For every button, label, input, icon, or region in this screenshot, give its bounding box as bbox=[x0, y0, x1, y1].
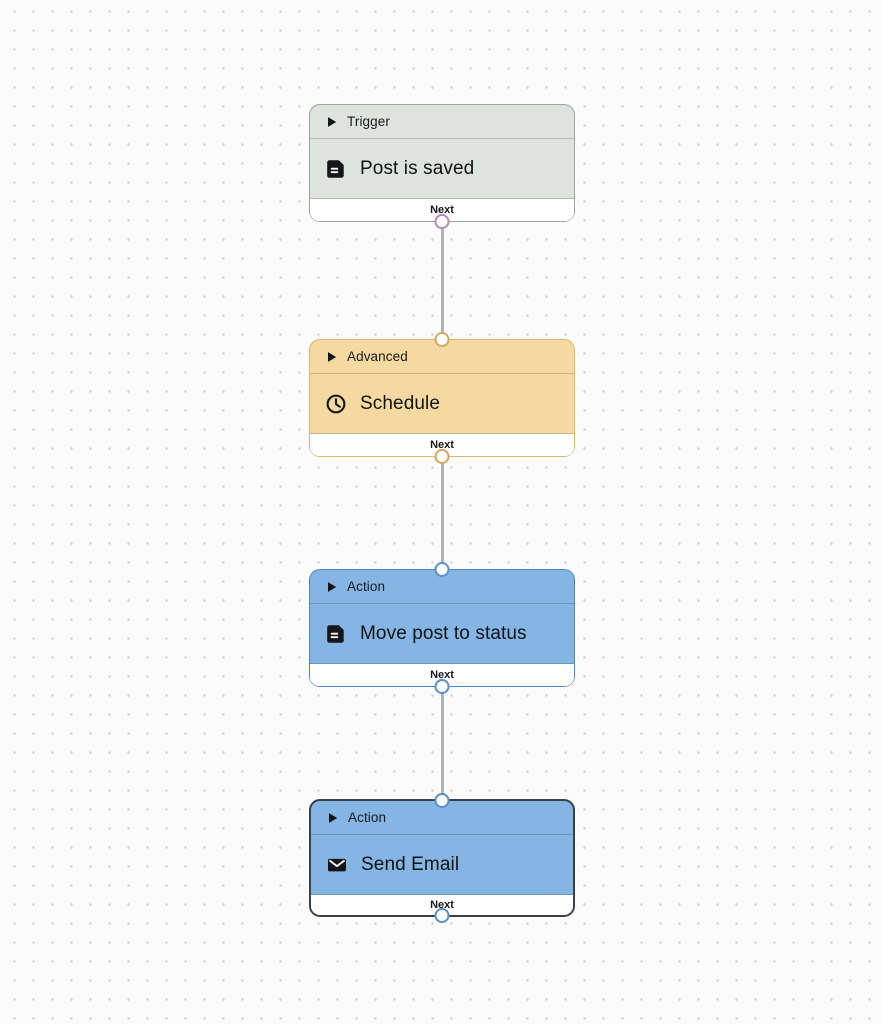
output-port[interactable] bbox=[434, 679, 450, 694]
input-port[interactable] bbox=[434, 793, 450, 808]
node-body: Schedule bbox=[310, 374, 574, 434]
node-category-label: Action bbox=[347, 579, 386, 594]
play-icon[interactable] bbox=[327, 581, 337, 593]
node-header[interactable]: Action bbox=[311, 801, 573, 835]
node-category-label: Trigger bbox=[347, 114, 390, 129]
input-port[interactable] bbox=[434, 332, 450, 347]
output-port[interactable] bbox=[434, 214, 450, 229]
workflow-node-action-move-post[interactable]: Action Move post to status Next bbox=[309, 562, 575, 694]
input-port[interactable] bbox=[434, 562, 450, 577]
edge-connector bbox=[440, 456, 444, 570]
output-port[interactable] bbox=[434, 908, 450, 923]
node-header[interactable]: Advanced bbox=[310, 340, 574, 374]
mail-icon bbox=[326, 854, 348, 876]
node-category-label: Action bbox=[348, 810, 387, 825]
node-body: Move post to status bbox=[310, 604, 574, 664]
node-title: Move post to status bbox=[360, 622, 527, 644]
node-footer: Next bbox=[310, 199, 574, 221]
workflow-node-advanced[interactable]: Advanced Schedule Next bbox=[309, 332, 575, 464]
node-title: Send Email bbox=[361, 853, 460, 875]
node-header[interactable]: Trigger bbox=[310, 105, 574, 139]
workflow-node-action-send-email[interactable]: Action Send Email Next bbox=[309, 793, 575, 923]
node-category-label: Advanced bbox=[347, 349, 408, 364]
next-label: Next bbox=[430, 669, 454, 681]
document-icon bbox=[325, 623, 347, 645]
play-icon[interactable] bbox=[327, 116, 337, 128]
edge-connector bbox=[440, 686, 444, 800]
node-title: Schedule bbox=[360, 392, 441, 414]
output-port[interactable] bbox=[434, 449, 450, 464]
next-label: Next bbox=[430, 899, 454, 911]
play-icon[interactable] bbox=[328, 812, 338, 824]
document-icon bbox=[325, 158, 347, 180]
node-body: Send Email bbox=[311, 835, 573, 895]
node-footer: Next bbox=[311, 895, 573, 915]
next-label: Next bbox=[430, 204, 454, 216]
node-body: Post is saved bbox=[310, 139, 574, 199]
next-label: Next bbox=[430, 439, 454, 451]
workflow-node-trigger[interactable]: Trigger Post is saved Next bbox=[309, 104, 575, 229]
play-icon[interactable] bbox=[327, 351, 337, 363]
clock-icon bbox=[325, 393, 347, 415]
node-title: Post is saved bbox=[360, 157, 475, 179]
node-footer: Next bbox=[310, 434, 574, 456]
node-footer: Next bbox=[310, 664, 574, 686]
edge-connector bbox=[440, 221, 444, 339]
node-header[interactable]: Action bbox=[310, 570, 574, 604]
